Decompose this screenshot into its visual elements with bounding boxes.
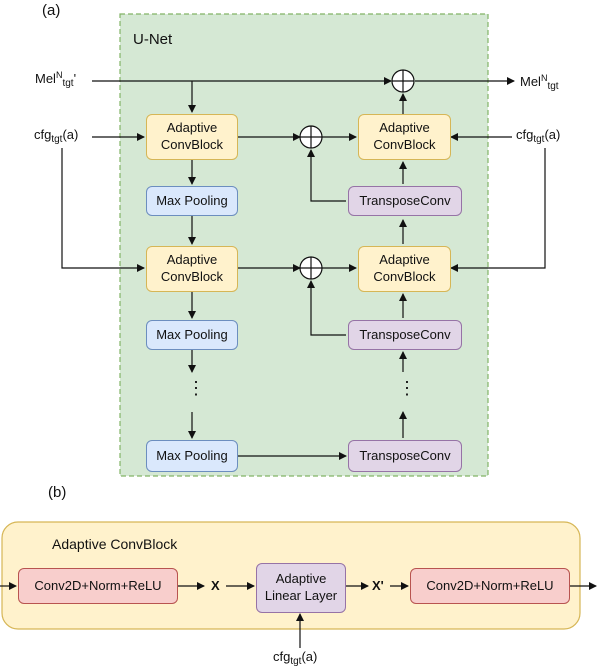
- cfg-bottom-label: cfgtgt(a): [273, 649, 318, 667]
- max-pooling-1: Max Pooling: [146, 186, 238, 216]
- output-mel-label: MelNtgt: [520, 73, 559, 92]
- sum-node-1: [299, 125, 323, 149]
- sum-node-top: [391, 69, 415, 93]
- x-prime-label: X': [372, 578, 384, 593]
- transpose-conv-2: TransposeConv: [348, 320, 462, 350]
- transpose-conv-1: TransposeConv: [348, 186, 462, 216]
- max-pooling-2: Max Pooling: [146, 320, 238, 350]
- cfg-left-label: cfgtgt(a): [34, 127, 79, 145]
- cfg-right-label: cfgtgt(a): [516, 127, 561, 145]
- encoder-ellipsis: ⋮: [187, 378, 205, 398]
- sum-node-2: [299, 256, 323, 280]
- panel-a-label: (a): [42, 2, 61, 19]
- x-label: X: [211, 578, 220, 593]
- max-pooling-3: Max Pooling: [146, 440, 238, 472]
- transpose-conv-3: TransposeConv: [348, 440, 462, 472]
- unet-title: U-Net: [133, 31, 173, 48]
- panel-b-label: (b): [48, 484, 67, 501]
- conv2d-norm-relu-right: Conv2D+Norm+ReLU: [410, 568, 570, 604]
- unet-container: [119, 13, 489, 477]
- input-mel-label: MelNtgt': [35, 70, 77, 89]
- decoder-ellipsis: ⋮: [398, 378, 416, 398]
- conv2d-norm-relu-left: Conv2D+Norm+ReLU: [18, 568, 178, 604]
- adaptive-convblock-title: Adaptive ConvBlock: [52, 536, 178, 552]
